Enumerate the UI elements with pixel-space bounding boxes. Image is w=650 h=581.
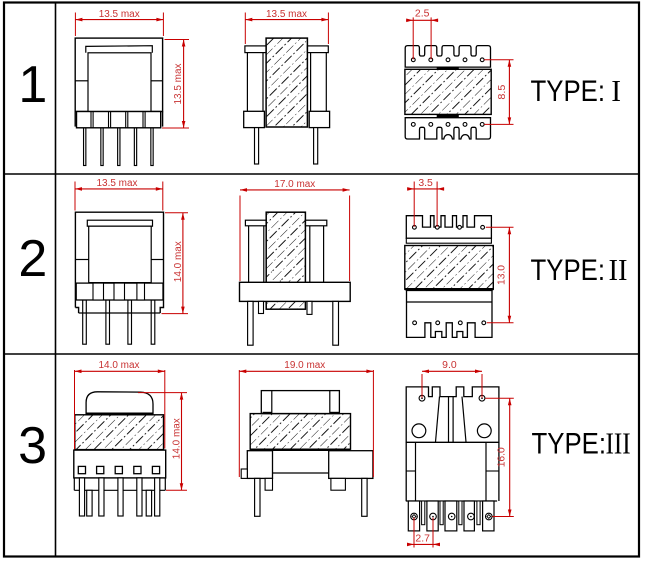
svg-text:TYPE:: TYPE: — [532, 427, 607, 460]
svg-text:I: I — [611, 73, 621, 108]
svg-text:9.0: 9.0 — [442, 360, 457, 371]
svg-text:14.0 max: 14.0 max — [171, 418, 182, 459]
svg-text:13.5 max: 13.5 max — [266, 9, 307, 20]
svg-text:8.5: 8.5 — [497, 84, 508, 99]
svg-text:II: II — [609, 252, 628, 287]
svg-text:13.5 max: 13.5 max — [97, 178, 138, 189]
svg-text:TYPE:: TYPE: — [531, 75, 606, 108]
svg-text:14.0 max: 14.0 max — [173, 241, 184, 282]
svg-text:13.5 max: 13.5 max — [173, 64, 184, 105]
svg-text:13.0: 13.0 — [497, 265, 508, 285]
svg-text:13.5 max: 13.5 max — [99, 9, 140, 20]
svg-text:2.7: 2.7 — [415, 534, 430, 545]
svg-text:17.0 max: 17.0 max — [274, 179, 315, 190]
svg-text:2: 2 — [18, 230, 47, 288]
svg-text:1: 1 — [18, 56, 47, 114]
svg-text:3.5: 3.5 — [418, 178, 433, 189]
svg-text:3: 3 — [18, 417, 47, 475]
svg-text:2.5: 2.5 — [415, 9, 430, 20]
svg-text:14.0 max: 14.0 max — [99, 360, 140, 371]
svg-text:TYPE:: TYPE: — [531, 254, 606, 287]
svg-text:19.0 max: 19.0 max — [284, 360, 325, 371]
svg-text:16.0: 16.0 — [496, 447, 507, 467]
svg-text:III: III — [606, 425, 631, 460]
